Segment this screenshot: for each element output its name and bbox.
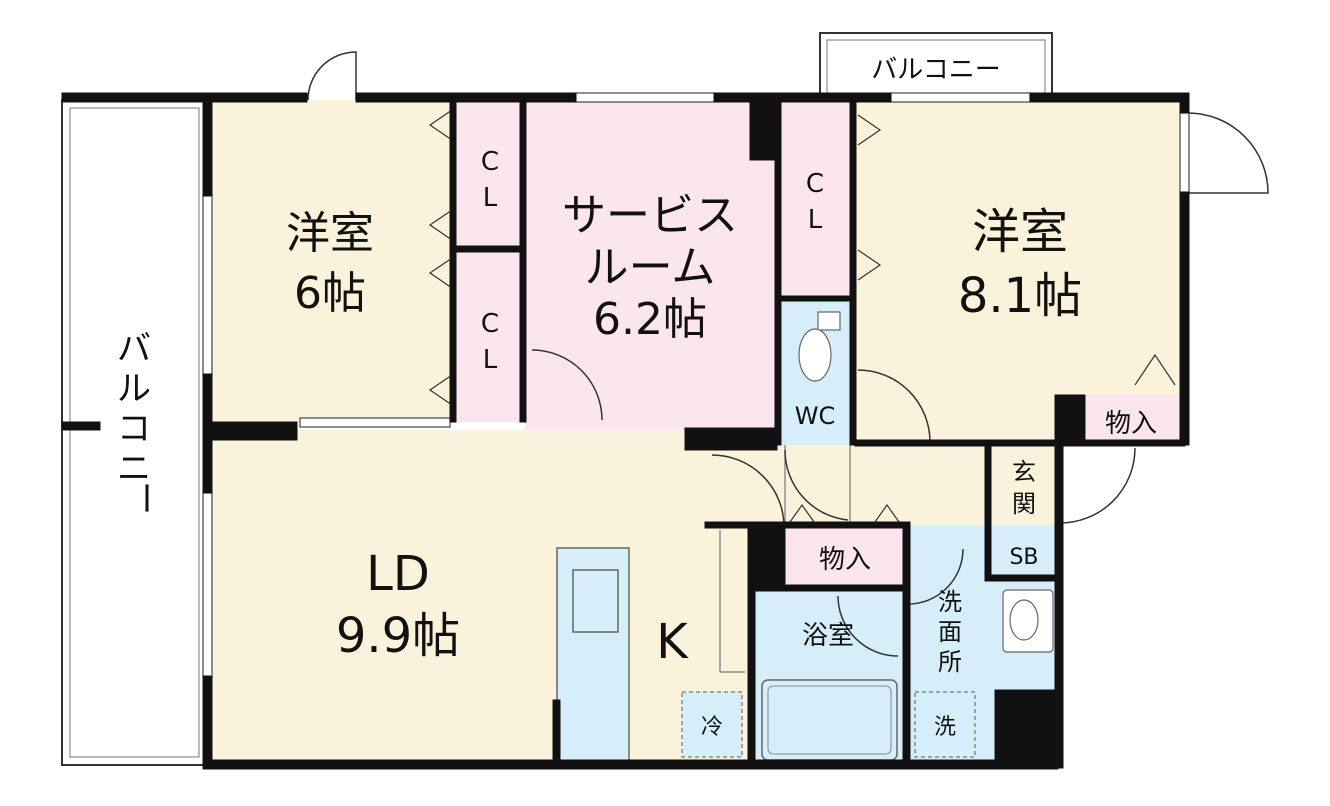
side-balcony-char-2: ル (117, 369, 151, 409)
washroom-char-3: 所 (938, 648, 962, 676)
storage-center-label: 物入 (819, 545, 871, 575)
closet-b (455, 250, 525, 422)
closet-b-l: L (483, 345, 498, 375)
door-swing-entrance (1059, 447, 1136, 524)
storage-right-label: 物入 (1105, 409, 1157, 439)
closet-c-l: L (808, 205, 823, 235)
fridge-icon (681, 691, 743, 758)
door-swing-right-exterior (1187, 112, 1269, 194)
hallway (700, 445, 990, 525)
shoe-box-label: SB (1009, 545, 1038, 570)
bathtub-icon (761, 679, 898, 761)
top-balcony (819, 32, 1053, 96)
washer-label: 洗 (934, 715, 956, 740)
closet-c (775, 100, 855, 298)
entrance-char-2: 関 (1012, 490, 1036, 518)
door-swing-bath (837, 595, 899, 657)
living-dining (207, 430, 752, 768)
fridge-label: 冷 (701, 715, 723, 740)
door-swing-service (531, 349, 603, 421)
kitchen-label: K (656, 614, 689, 670)
closet-a (455, 100, 525, 250)
closet-b-c: C (481, 309, 499, 339)
service-room (525, 100, 775, 430)
door-swing-top-left (307, 51, 357, 101)
storage-right (1085, 395, 1180, 443)
entrance (990, 445, 1060, 530)
ld-size: 9.9帖 (336, 608, 460, 664)
side-balcony-char-1: バ (117, 329, 151, 369)
western-room-left (207, 100, 455, 422)
side-balcony (61, 99, 208, 766)
ld-label: LD (366, 546, 430, 602)
door-swing-right-room (857, 369, 931, 443)
toilet-tank-icon (817, 311, 841, 331)
closet-c-c: C (806, 169, 824, 199)
toilet-icon (798, 328, 832, 382)
western-room-right-size: 8.1帖 (958, 268, 1082, 324)
door-swing-wc (784, 449, 849, 521)
service-room-label-1: サービス (562, 190, 738, 241)
storage-center (785, 525, 905, 585)
side-balcony-char-3: コ (117, 409, 151, 449)
kitchen-counter (556, 547, 630, 769)
washroom-char-2: 面 (938, 618, 962, 646)
western-room-right (855, 100, 1180, 445)
entrance-char-1: 玄 (1012, 458, 1036, 486)
western-room-left-size: 6帖 (294, 268, 366, 319)
closet-a-l: L (483, 183, 498, 213)
side-balcony-char-4: ニ (117, 449, 151, 489)
door-swing-washroom (907, 548, 964, 605)
top-balcony-label: バルコニー (871, 55, 1000, 85)
service-room-size: 6.2帖 (593, 294, 707, 345)
western-room-right-name: 洋室 (972, 204, 1068, 260)
washroom-char-1: 洗 (938, 588, 962, 616)
door-swing-hallway (711, 454, 785, 528)
service-room-label-2: ルーム (585, 242, 716, 293)
side-balcony-char-5: ー (125, 481, 165, 515)
bath-label: 浴室 (802, 621, 854, 651)
wc-label: WC (795, 402, 836, 430)
washer-icon (914, 691, 976, 758)
sink-icon (572, 569, 619, 633)
closet-a-c: C (481, 147, 499, 177)
western-room-left-name: 洋室 (286, 208, 374, 259)
